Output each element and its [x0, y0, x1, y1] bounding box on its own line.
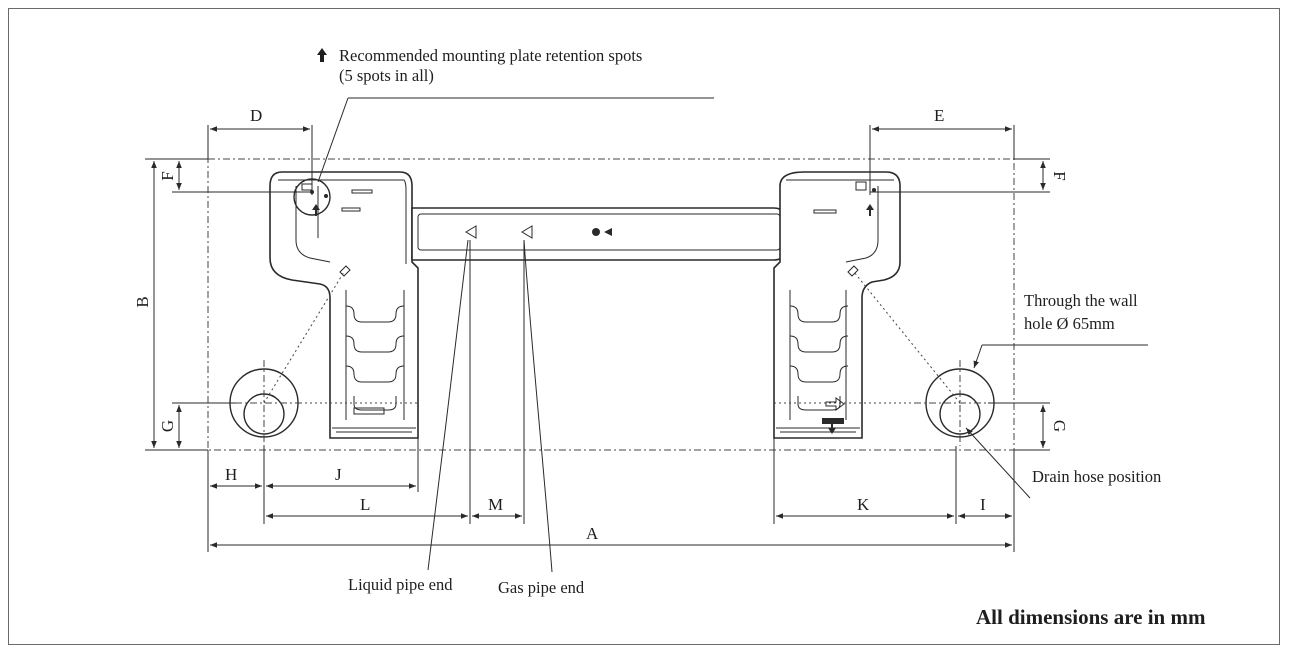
- retention-spots-note: Recommended mounting plate retention spo…: [339, 46, 642, 65]
- wall-hole-note: Through the wall: [1024, 291, 1138, 310]
- dim-label-d: D: [250, 106, 262, 125]
- leader-lines: [317, 97, 1148, 573]
- dim-label-k: K: [857, 495, 870, 514]
- dim-label-j: J: [335, 465, 342, 484]
- gas-pipe-note: Gas pipe end: [498, 578, 585, 597]
- dim-label-b: B: [133, 296, 152, 307]
- center-bar: [411, 207, 787, 261]
- up-arrow-icon: [317, 48, 327, 62]
- dim-label-a: A: [586, 524, 599, 543]
- dim-label-f-left: F: [158, 171, 177, 180]
- left-bracket: [269, 171, 419, 439]
- dim-label-h: H: [225, 465, 237, 484]
- unit-outline: [207, 158, 1015, 451]
- wall-hole-size: hole Ø 65mm: [1024, 314, 1115, 333]
- drawing-frame: [8, 8, 1280, 645]
- retention-spots-count: (5 spots in all): [339, 66, 434, 85]
- dim-label-m: M: [488, 495, 503, 514]
- right-bracket: [773, 171, 901, 439]
- dim-label-f-right: F: [1050, 171, 1069, 180]
- dim-label-g-left: G: [158, 420, 177, 432]
- liquid-pipe-note: Liquid pipe end: [348, 575, 453, 594]
- dim-label-g-right: G: [1050, 420, 1069, 432]
- dim-label-l: L: [360, 495, 370, 514]
- units-note: All dimensions are in mm: [976, 605, 1206, 629]
- dim-label-e: E: [934, 106, 944, 125]
- drain-hose-note: Drain hose position: [1032, 467, 1161, 486]
- extension-lines: [145, 125, 1050, 552]
- dim-label-i: I: [980, 495, 986, 514]
